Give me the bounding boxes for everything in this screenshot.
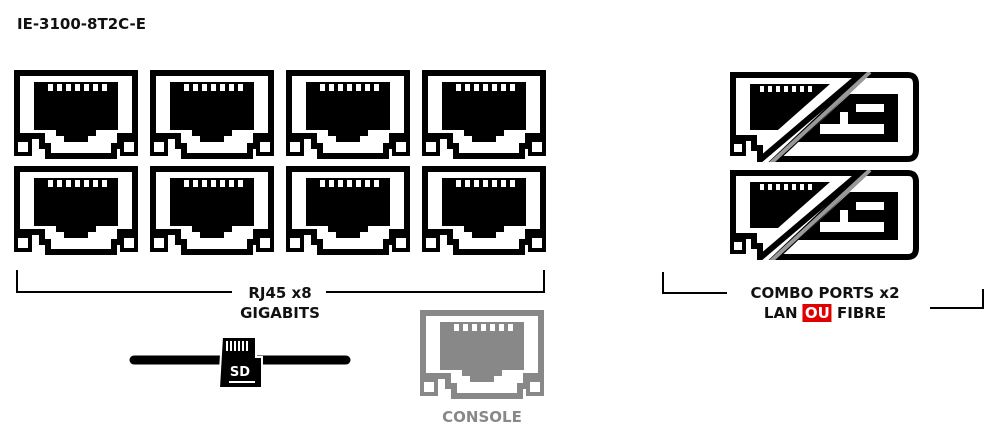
rj45-port-6 (152, 169, 272, 252)
rj45-bracket (16, 270, 545, 293)
port-led-1 (16, 140, 30, 154)
rj45-port-5 (16, 169, 136, 252)
combo-group-label: COMBO PORTS x2 LAN OU FIBRE (750, 283, 900, 323)
sd-slot: SD (129, 336, 351, 389)
sd-label: SD (230, 365, 250, 380)
rj45-port-3 (288, 73, 408, 156)
combo-count-label: COMBO PORTS x2 (750, 284, 900, 302)
lan-label: LAN (763, 304, 798, 322)
rj45-count-label: RJ45 x8 (248, 284, 312, 302)
rj45-port-8 (424, 169, 544, 252)
rj45-speed-label: GIGABITS (240, 304, 320, 322)
combo-type-label: LAN OU FIBRE (750, 303, 899, 323)
console-label: CONSOLE (442, 408, 522, 426)
rj45-port-1 (16, 73, 136, 156)
console-port (422, 313, 542, 396)
rj45-port-7 (288, 169, 408, 252)
rj45-group-label: RJ45 x8 GIGABITS (240, 283, 320, 323)
rj45-port-4 (424, 73, 544, 156)
rj45-ports (16, 73, 544, 252)
combo-port-2 (732, 170, 916, 262)
port-led-5 (16, 236, 30, 250)
or-highlight: OU (802, 304, 832, 322)
device-model-title: IE-3100-8T2C-E (17, 15, 146, 33)
rj45-port-2 (152, 73, 272, 156)
combo-bracket (662, 272, 984, 309)
sd-card-icon (217, 336, 263, 389)
fibre-label: FIBRE (837, 304, 887, 322)
combo-port-1 (732, 72, 916, 164)
